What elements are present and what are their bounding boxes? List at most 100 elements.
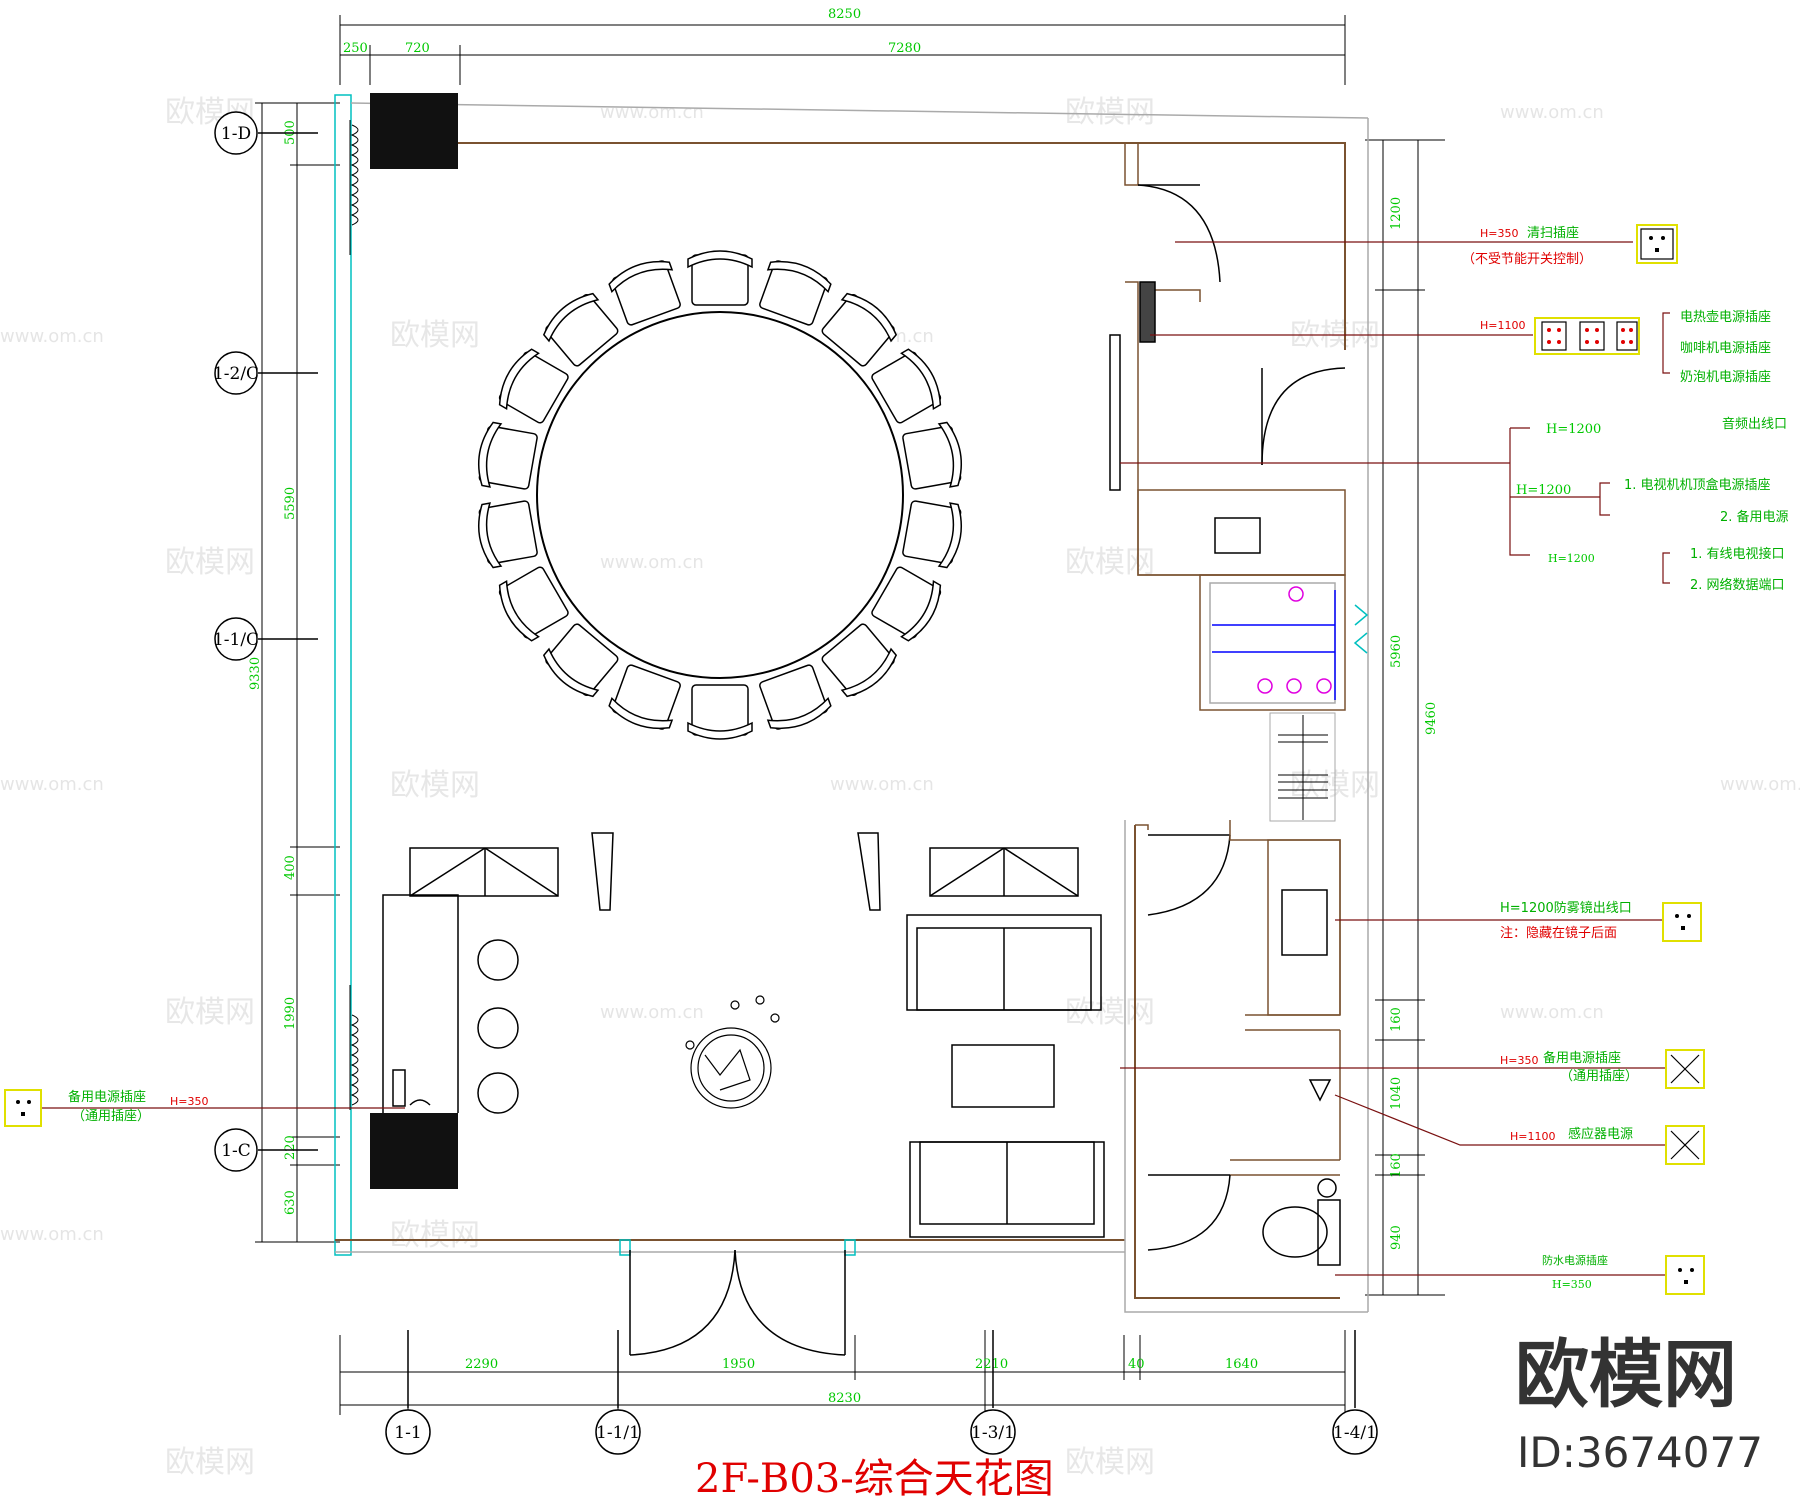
watermark-url: www.om.cn bbox=[0, 326, 104, 347]
ann-clean-note: （不受节能开关控制） bbox=[1462, 252, 1592, 267]
watermark-url: www.om.cn bbox=[1720, 774, 1800, 795]
ann-waterproof-label: 防水电源插座 bbox=[1542, 1253, 1608, 1267]
dim-left-seg: 630 bbox=[283, 1190, 298, 1215]
watermark-url: www.om.cn bbox=[600, 1002, 704, 1023]
dim-top-seg: 250 bbox=[343, 41, 368, 56]
dining-chair bbox=[608, 260, 681, 326]
column-block bbox=[370, 93, 458, 169]
dining-chair bbox=[871, 566, 942, 642]
dim-left-total: 9330 bbox=[248, 657, 263, 690]
dining-chair bbox=[477, 421, 538, 490]
dining-chair bbox=[902, 500, 963, 569]
ann-tv-item: 1. 有线电视接口 bbox=[1690, 546, 1785, 562]
dining-chair bbox=[821, 623, 898, 698]
dining-chairs bbox=[477, 250, 963, 740]
shower-area bbox=[1212, 586, 1369, 700]
ann-sensor-height: H=1100 bbox=[1510, 1130, 1555, 1143]
dimension-left bbox=[255, 102, 340, 1243]
socket-red-dots bbox=[1547, 328, 1633, 344]
ann-spare-right-height: H=350 bbox=[1500, 1054, 1538, 1067]
watermark-url: www.om.cn bbox=[1500, 102, 1604, 123]
axis-left bbox=[214, 111, 318, 1172]
dim-bottom-seg: 2210 bbox=[975, 1357, 1008, 1372]
dim-left-seg: 220 bbox=[283, 1135, 298, 1160]
watermark-brand: 欧模网 bbox=[165, 995, 255, 1030]
drawing-title: 2F-B03-综合天花图 bbox=[695, 1456, 1054, 1502]
dining-chair bbox=[477, 500, 538, 569]
ann-appliance-item: 电热壶电源插座 bbox=[1680, 310, 1771, 325]
watermark-brand: 欧模网 bbox=[165, 545, 255, 580]
cross-box-icons bbox=[1670, 1054, 1700, 1160]
watermark-url: www.om.cn bbox=[0, 1224, 104, 1245]
ann-appliance-item: 奶泡机电源插座 bbox=[1680, 370, 1771, 385]
ann-appliance-item: 咖啡机电源插座 bbox=[1680, 341, 1771, 356]
dining-chair bbox=[687, 684, 753, 740]
watermark-url: www.om.cn bbox=[600, 102, 704, 123]
ann-clean-label: 清扫插座 bbox=[1527, 226, 1579, 241]
dim-bottom-seg: 1950 bbox=[722, 1357, 755, 1372]
dim-bottom-total: 8230 bbox=[828, 1391, 861, 1406]
axis-label: 1-4/1 bbox=[1333, 1423, 1377, 1443]
ann-tv-item: 2. 网络数据端口 bbox=[1690, 577, 1785, 593]
axis-label: 1-1/C bbox=[213, 630, 259, 650]
ann-tv-h2: H=1200 bbox=[1516, 483, 1571, 498]
ann-spare-left-note: （通用插座） bbox=[72, 1109, 150, 1124]
dining-chair bbox=[759, 260, 832, 326]
dining-chair bbox=[871, 348, 942, 424]
dimension-top bbox=[339, 15, 1346, 85]
logo-name: 欧模网 bbox=[1515, 1332, 1737, 1418]
dimension-right bbox=[1365, 139, 1445, 1296]
entrance-double-door bbox=[619, 1239, 856, 1356]
dining-chair bbox=[498, 348, 569, 424]
chandelier-icon bbox=[685, 995, 780, 1109]
dim-right-inner: 5960 bbox=[1389, 635, 1404, 668]
watermark-url: www.om.cn bbox=[0, 774, 104, 795]
ann-tv-h1: H=1200 bbox=[1546, 422, 1601, 437]
dim-right-total: 9460 bbox=[1424, 702, 1439, 735]
watermark-brand: 欧模网 bbox=[1065, 995, 1155, 1030]
room-walls bbox=[334, 94, 1369, 1313]
dining-chair bbox=[608, 664, 681, 730]
watermark-url: www.om.cn bbox=[830, 774, 934, 795]
washroom bbox=[1135, 820, 1341, 1266]
watermark-brand: 欧模网 bbox=[390, 1218, 480, 1253]
dining-chair bbox=[542, 292, 619, 367]
watermark-brand: 欧模网 bbox=[1065, 545, 1155, 580]
tv-wall bbox=[1109, 281, 1156, 491]
ann-waterproof-height: H=350 bbox=[1552, 1278, 1592, 1291]
logo-id: ID:3674077 bbox=[1517, 1428, 1763, 1477]
ann-spare-right-note: （通用插座） bbox=[1560, 1069, 1638, 1084]
dim-left-seg: 5590 bbox=[283, 487, 298, 520]
interior-partitions bbox=[1124, 143, 1346, 711]
dining-chair bbox=[687, 250, 753, 306]
axis-label: 1-2/C bbox=[213, 364, 259, 384]
ann-mirror-label: H=1200防雾镜出线口 bbox=[1500, 900, 1632, 916]
watermark-url: www.om.cn bbox=[1500, 1002, 1604, 1023]
column-block bbox=[370, 1113, 458, 1189]
sofa-set bbox=[906, 847, 1105, 1238]
axis-label: 1-1 bbox=[394, 1423, 421, 1443]
dim-right-seg: 940 bbox=[1389, 1225, 1404, 1250]
dim-right-seg: 1200 bbox=[1389, 197, 1404, 230]
ann-mirror-note: 注：隐藏在镜子后面 bbox=[1500, 926, 1617, 941]
axis-label: 1-D bbox=[221, 124, 251, 144]
ann-sensor-label: 感应器电源 bbox=[1568, 1126, 1633, 1142]
socket-glyphs bbox=[16, 236, 1694, 1284]
watermark-layer: 欧模网 www.om.cn 欧模网 www.om.cn www.om.cn 欧模… bbox=[0, 95, 1800, 1480]
dining-chair bbox=[902, 421, 963, 490]
dim-top-seg: 720 bbox=[405, 41, 430, 56]
axis-bottom bbox=[385, 1330, 1378, 1455]
wall-lamp bbox=[591, 832, 881, 911]
dim-bottom-seg: 2290 bbox=[465, 1357, 498, 1372]
dim-bottom-seg: 1640 bbox=[1225, 1357, 1258, 1372]
watermark-brand: 欧模网 bbox=[390, 768, 480, 803]
socket-icons bbox=[4, 224, 1705, 1295]
axis-label: 1-1/1 bbox=[596, 1423, 640, 1443]
dim-top-seg: 7280 bbox=[888, 41, 921, 56]
ann-spare-left-height: H=350 bbox=[170, 1095, 208, 1108]
leader-lines bbox=[40, 241, 1665, 1276]
dining-chair bbox=[759, 664, 832, 730]
dim-bottom-seg: 40 bbox=[1128, 1357, 1145, 1372]
dim-right-seg: 160 bbox=[1389, 1007, 1404, 1032]
